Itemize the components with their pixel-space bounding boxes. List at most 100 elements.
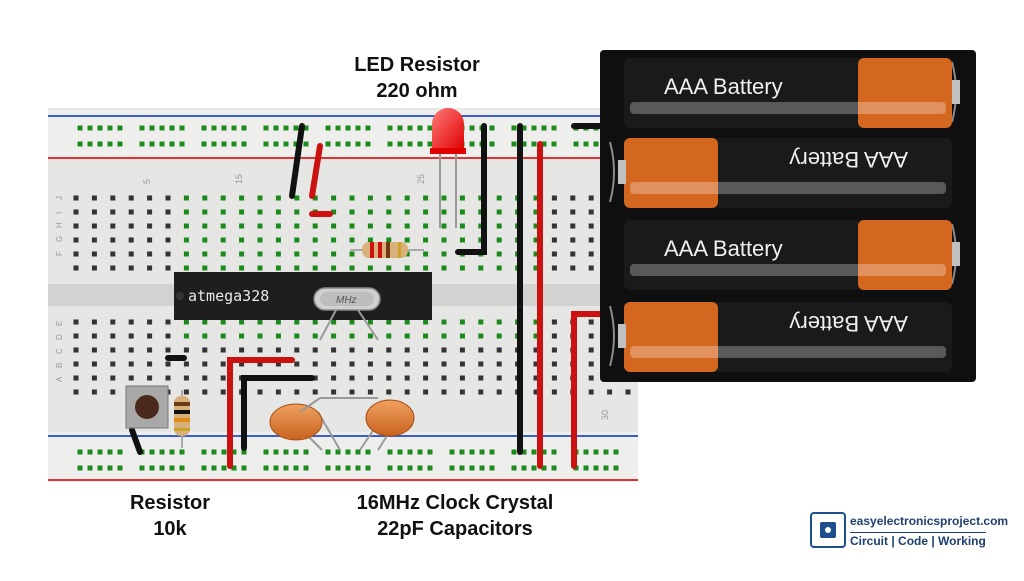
- breadboard-hole: [73, 347, 79, 353]
- breadboard-hole: [294, 223, 300, 229]
- breadboard-hole: [312, 319, 318, 325]
- breadboard-hole: [73, 195, 79, 201]
- breadboard-hole: [91, 333, 97, 339]
- breadboard-hole: [294, 237, 300, 243]
- breadboard-hole: [183, 375, 189, 381]
- breadboard-hole: [293, 141, 299, 147]
- breadboard-hole: [469, 465, 475, 471]
- breadboard-hole: [496, 237, 502, 243]
- breadboard-hole: [423, 389, 429, 395]
- breadboard-hole: [479, 449, 485, 455]
- breadboard-hole: [407, 125, 413, 131]
- breadboard-hole: [294, 347, 300, 353]
- breadboard-hole: [73, 375, 79, 381]
- breadboard-hole: [387, 465, 393, 471]
- breadboard-hole: [275, 361, 281, 367]
- breadboard-hole: [551, 209, 557, 215]
- breadboard-hole: [365, 449, 371, 455]
- breadboard-hole: [583, 465, 589, 471]
- breadboard-hole: [220, 251, 226, 257]
- breadboard-hole: [107, 141, 113, 147]
- breadboard-hole: [407, 141, 413, 147]
- breadboard-hole: [404, 265, 410, 271]
- breadboard-hole: [110, 319, 116, 325]
- breadboard-hole: [110, 265, 116, 271]
- breadboard-hole: [239, 265, 245, 271]
- breadboard-hole: [573, 141, 579, 147]
- breadboard-hole: [459, 195, 465, 201]
- chip-label: atmega328: [188, 287, 269, 305]
- breadboard-hole: [441, 361, 447, 367]
- breadboard-hole: [183, 361, 189, 367]
- breadboard-hole: [478, 319, 484, 325]
- breadboard-hole: [441, 223, 447, 229]
- breadboard-hole: [147, 361, 153, 367]
- breadboard-hole: [386, 195, 392, 201]
- breadboard-hole: [331, 251, 337, 257]
- breadboard-hole: [325, 141, 331, 147]
- breadboard-hole: [147, 375, 153, 381]
- breadboard-hole: [533, 375, 539, 381]
- breadboard-hole: [117, 125, 123, 131]
- breadboard-hole: [355, 449, 361, 455]
- breadboard-hole: [263, 449, 269, 455]
- breadboard-hole: [77, 449, 83, 455]
- breadboard-hole: [241, 465, 247, 471]
- breadboard-hole: [97, 449, 103, 455]
- crystal-lead-left: [299, 397, 321, 413]
- breadboard-hole: [331, 223, 337, 229]
- breadboard-hole: [441, 195, 447, 201]
- breadboard-hole: [110, 333, 116, 339]
- breadboard-hole: [367, 223, 373, 229]
- breadboard-hole: [386, 209, 392, 215]
- breadboard-hole: [139, 141, 145, 147]
- breadboard-hole: [588, 223, 594, 229]
- breadboard-hole: [551, 333, 557, 339]
- breadboard-hole: [275, 223, 281, 229]
- breadboard-hole: [312, 361, 318, 367]
- breadboard-hole: [521, 449, 527, 455]
- breadboard-hole: [496, 389, 502, 395]
- breadboard-hole: [345, 125, 351, 131]
- breadboard-hole: [312, 251, 318, 257]
- breadboard-hole: [294, 209, 300, 215]
- breadboard-hole: [423, 251, 429, 257]
- breadboard-hole: [128, 265, 134, 271]
- atmega-chip: [174, 272, 432, 320]
- breadboard-hole: [179, 125, 185, 131]
- resistor-220-ohm: [350, 242, 424, 258]
- breadboard-hole: [110, 347, 116, 353]
- resistor-10k-label-line1: Resistor: [129, 492, 211, 514]
- breadboard-hole: [283, 449, 289, 455]
- breadboard-hole: [220, 347, 226, 353]
- breadboard-hole: [533, 361, 539, 367]
- breadboard-hole: [588, 265, 594, 271]
- breadboard-hole: [349, 319, 355, 325]
- wire-black-button: [129, 427, 143, 455]
- breadboard-hole: [459, 265, 465, 271]
- crystal-label-line1: 16MHz Clock Crystal: [356, 492, 554, 514]
- breadboard-hole: [73, 265, 79, 271]
- column-number-5: 5: [142, 179, 152, 184]
- breadboard-hole: [331, 389, 337, 395]
- breadboard-hole: [423, 319, 429, 325]
- resistor-10k-label-line2: 10k: [153, 518, 187, 540]
- breadboard-hole: [149, 141, 155, 147]
- breadboard-hole: [294, 361, 300, 367]
- breadboard-hole: [570, 223, 576, 229]
- breadboard-hole: [77, 125, 83, 131]
- breadboard-hole: [73, 361, 79, 367]
- breadboard-hole: [367, 209, 373, 215]
- brand-site: easyelectronicsproject.com: [850, 514, 1009, 528]
- breadboard-hole: [87, 465, 93, 471]
- breadboard-hole: [489, 449, 495, 455]
- breadboard-hole: [541, 465, 547, 471]
- breadboard-hole: [275, 389, 281, 395]
- breadboard-hole: [625, 389, 631, 395]
- breadboard-hole: [496, 251, 502, 257]
- breadboard-hole: [183, 209, 189, 215]
- breadboard-hole: [551, 141, 557, 147]
- breadboard-hole: [303, 141, 309, 147]
- breadboard-hole: [110, 251, 116, 257]
